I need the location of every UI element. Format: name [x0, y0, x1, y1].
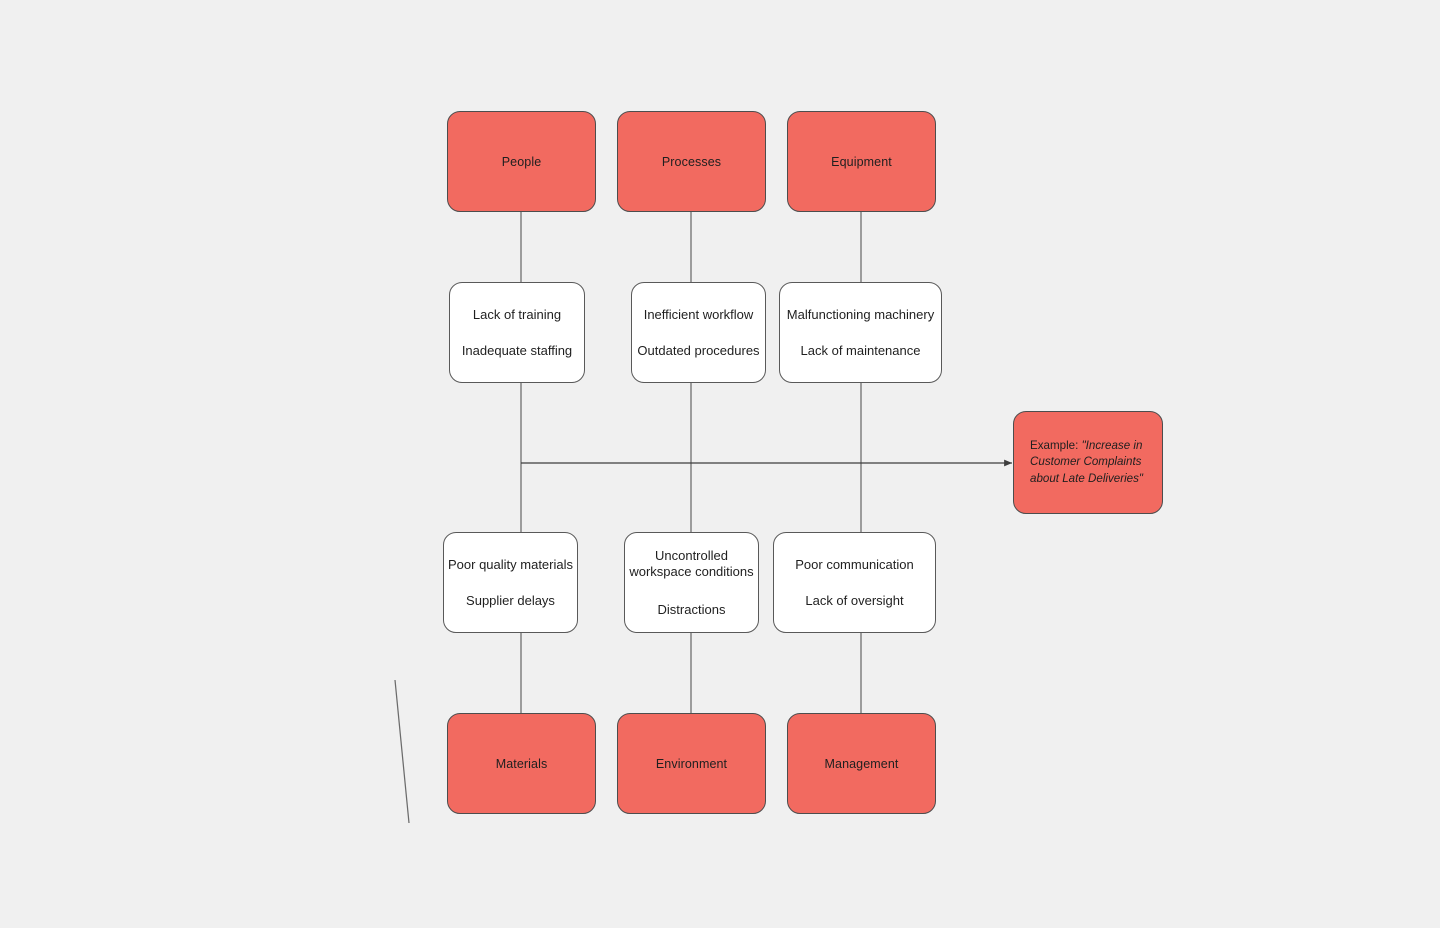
cause-box-management[interactable]: Poor communication Lack of oversight	[773, 532, 936, 633]
category-box-people[interactable]: People	[447, 111, 596, 212]
category-box-environment[interactable]: Environment	[617, 713, 766, 814]
cause-item: Inefficient workflow	[643, 306, 754, 322]
cause-item-line-b: workspace conditions	[629, 564, 754, 580]
cause-item: Poor quality materials	[448, 556, 573, 572]
cause-box-people[interactable]: Lack of training Inadequate staffing	[449, 282, 585, 383]
cause-box-equipment[interactable]: Malfunctioning machinery Lack of mainten…	[779, 282, 942, 383]
category-label: People	[501, 154, 542, 169]
cause-item: Lack of training	[472, 306, 562, 322]
cause-item: Poor communication	[795, 556, 914, 572]
effect-label: Example:	[1030, 438, 1079, 452]
cause-item: Lack of oversight	[805, 593, 904, 608]
category-box-equipment[interactable]: Equipment	[787, 111, 936, 212]
effect-text: Example: "Increase in Customer Complaint…	[1030, 438, 1148, 487]
cause-item: Malfunctioning machinery	[786, 306, 935, 322]
category-label: Processes	[661, 154, 722, 169]
cause-item: Lack of maintenance	[800, 343, 921, 358]
cause-box-materials[interactable]: Poor quality materials Supplier delays	[443, 532, 578, 633]
category-box-management[interactable]: Management	[787, 713, 936, 814]
cause-item-line-a: Uncontrolled	[654, 547, 728, 563]
effect-quote: "Increase in Customer Complaints about L…	[1030, 438, 1144, 485]
category-label: Management	[824, 756, 899, 771]
stray-diagonal-line	[394, 679, 410, 824]
category-box-processes[interactable]: Processes	[617, 111, 766, 212]
cause-item: Outdated procedures	[637, 343, 760, 358]
cause-box-processes[interactable]: Inefficient workflow Outdated procedures	[631, 282, 766, 383]
cause-item: Distractions	[657, 601, 726, 617]
category-label: Environment	[655, 756, 728, 771]
effect-box[interactable]: Example: "Increase in Customer Complaint…	[1013, 411, 1163, 514]
category-box-materials[interactable]: Materials	[447, 713, 596, 814]
cause-item: Inadequate staffing	[461, 343, 573, 358]
category-label: Materials	[495, 756, 548, 771]
cause-item: Supplier delays	[466, 593, 555, 608]
category-label: Equipment	[831, 154, 892, 169]
